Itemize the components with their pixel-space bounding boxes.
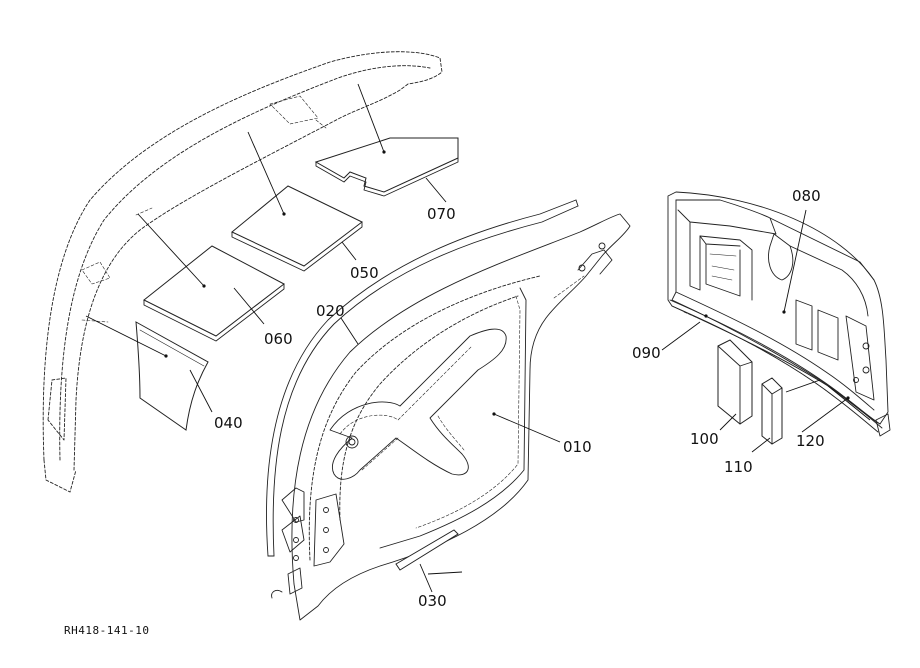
label-010: 010 (563, 438, 592, 456)
pad-040 (85, 315, 209, 431)
label-110: 110 (724, 458, 753, 476)
leader-lines (189, 177, 849, 593)
reference-dots (164, 150, 850, 416)
label-020: 020 (316, 302, 345, 320)
strip-030 (395, 529, 463, 575)
right-fender (667, 191, 891, 437)
label-060: 060 (264, 330, 293, 348)
pad-070 (314, 83, 459, 197)
block-110 (761, 377, 783, 445)
fender-shell (42, 51, 443, 493)
block-100 (717, 339, 753, 425)
label-050: 050 (350, 264, 379, 282)
pad-060 (137, 213, 285, 342)
pad-050 (231, 131, 363, 272)
label-120: 120 (796, 432, 825, 450)
label-090: 090 (632, 344, 661, 362)
drawing-code: RH418-141-10 (64, 624, 149, 637)
label-030: 030 (418, 592, 447, 610)
callout-labels: 010 020 030 040 050 060 070 080 090 100 … (214, 187, 825, 610)
label-100: 100 (690, 430, 719, 448)
label-040: 040 (214, 414, 243, 432)
label-080: 080 (792, 187, 821, 205)
inner-panel-010 (271, 213, 631, 621)
label-070: 070 (427, 205, 456, 223)
seal-strip-020 (266, 199, 579, 557)
